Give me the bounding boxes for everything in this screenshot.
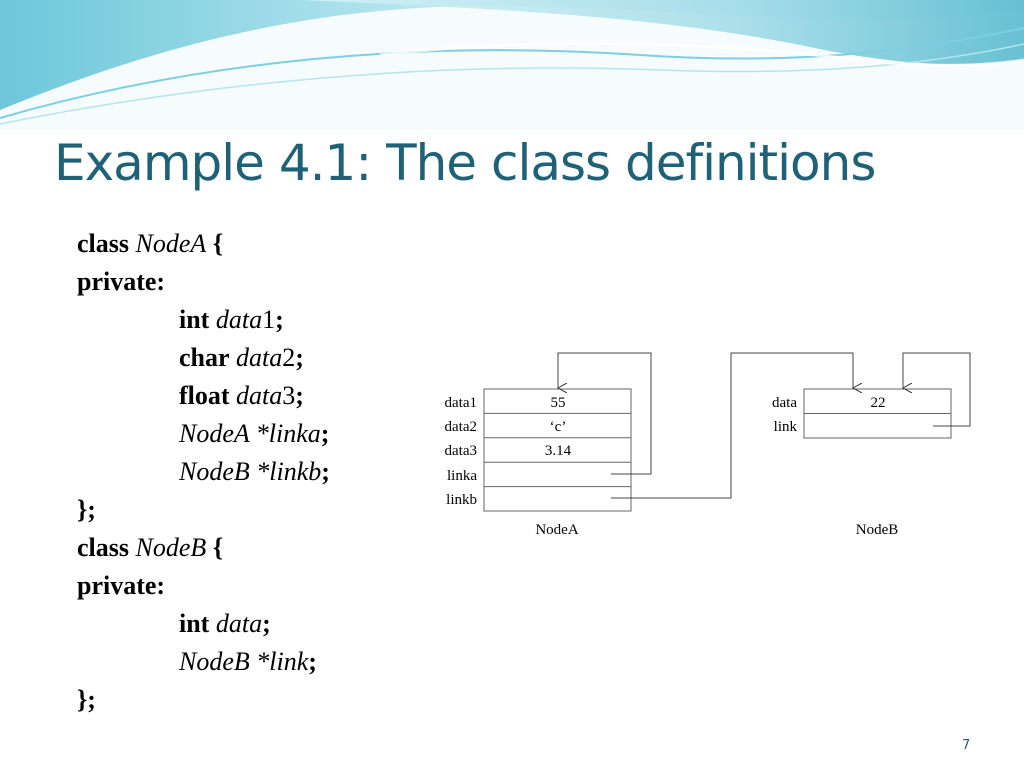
- slide-number: 7: [962, 738, 971, 753]
- header-wave-banner: [0, 0, 1024, 130]
- nodeA-box: [483, 388, 632, 512]
- nodeA-field-label: data1: [445, 395, 477, 411]
- code-line: int data;: [179, 609, 271, 638]
- linkb-pointer-arrow: [611, 352, 853, 499]
- code-line: class NodeA {: [77, 229, 224, 258]
- code-line: float data3;: [179, 381, 304, 410]
- nodeB-field-label: data: [772, 395, 797, 411]
- nodeA-value: ‘c’: [550, 419, 567, 435]
- slide-title: Example 4.1: The class definitions: [54, 134, 876, 192]
- nodeA-field-label: data2: [445, 419, 477, 435]
- code-line: private:: [77, 571, 166, 600]
- nodeB-value: 22: [871, 395, 886, 411]
- link-self-pointer-arrow: [903, 352, 971, 427]
- nodeB-caption: NodeB: [856, 522, 899, 538]
- code-line: char data2;: [179, 343, 304, 372]
- nodeA-field-label: linka: [447, 468, 477, 484]
- code-line: NodeA *linka;: [179, 419, 330, 448]
- nodeB-box: [803, 388, 952, 439]
- nodeA-caption: NodeA: [535, 522, 578, 538]
- nodeA-field-label: linkb: [446, 492, 477, 508]
- code-line: NodeB *linkb;: [179, 457, 330, 486]
- nodeA-field-label: data3: [445, 443, 477, 459]
- nodeA-value: 3.14: [545, 443, 572, 459]
- code-line: private:: [77, 267, 166, 296]
- code-line: };: [77, 495, 96, 524]
- code-line: class NodeB {: [77, 533, 224, 562]
- code-line: };: [77, 685, 96, 714]
- code-line: NodeB *link;: [179, 647, 317, 676]
- nodeA-value: 55: [551, 395, 566, 411]
- linka-pointer-arrow: [558, 352, 652, 475]
- nodeB-field-label: link: [774, 419, 798, 435]
- code-line: int data1;: [179, 305, 284, 334]
